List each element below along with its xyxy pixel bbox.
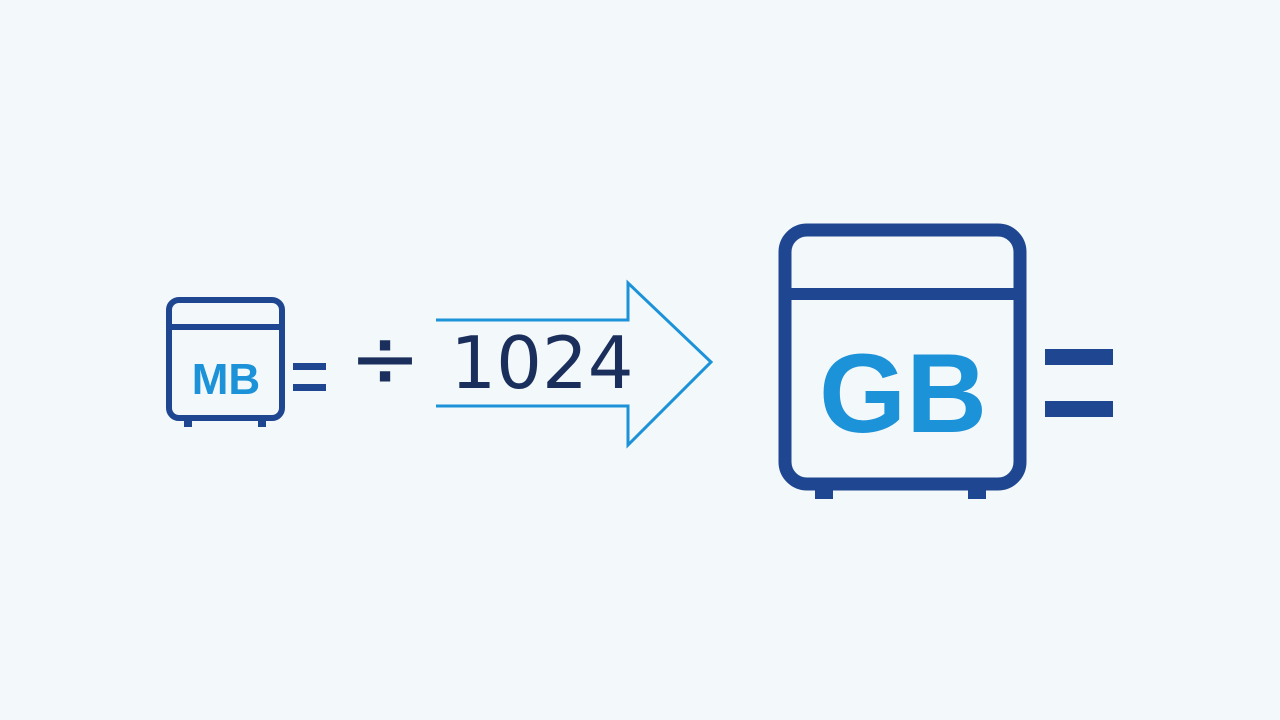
mb-icon-foot-left [184,418,192,427]
mb-equals-bar-top [293,363,326,370]
divide-symbol: ÷ [349,309,421,409]
mb-icon-frame [166,297,285,421]
gb-unit-label: GB [819,331,987,456]
mb-equals-bar-bottom [293,384,326,391]
mb-icon-foot-right [258,418,266,427]
gb-icon-foot-left [815,482,833,499]
gb-equals-bar-top [1045,349,1113,365]
mb-equals-sign [293,363,326,391]
divisor-value: 1024 [450,321,633,405]
gb-icon-foot-right [968,482,986,499]
mb-unit-label: MB [192,355,260,404]
right-arrow-icon [436,279,714,449]
mb-storage-icon: MB [166,297,285,427]
gb-storage-icon: GB [778,223,1027,499]
gb-equals-sign [1045,349,1113,417]
gb-equals-bar-bottom [1045,401,1113,417]
gb-icon-frame [778,223,1027,491]
